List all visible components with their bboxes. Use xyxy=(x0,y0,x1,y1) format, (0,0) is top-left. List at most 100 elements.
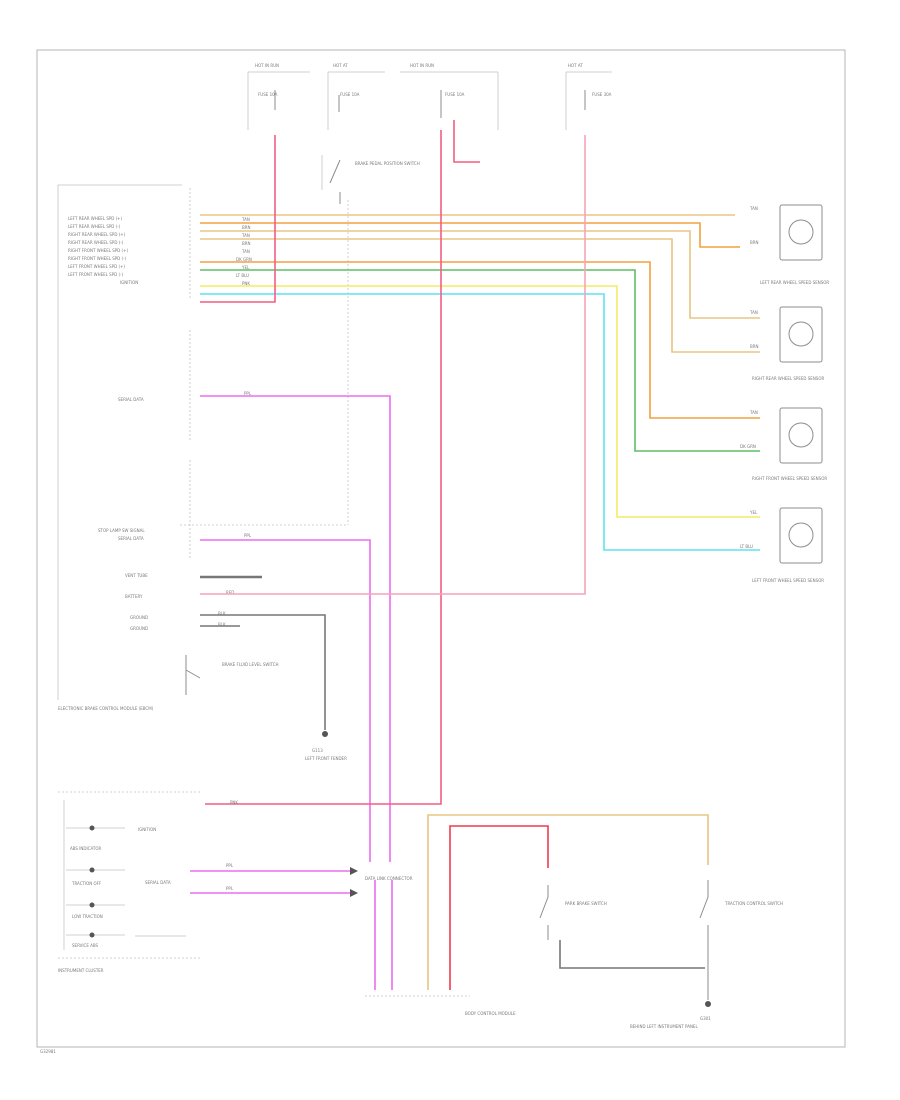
dlc-label: DATA LINK CONNECTOR xyxy=(365,876,413,881)
cluster-item-traction-off: TRACTION OFF xyxy=(71,881,102,886)
wire-lf-yel xyxy=(200,285,760,518)
trac-switch-label: TRACTION CONTROL SWITCH xyxy=(724,901,783,906)
ground-label-2: GROUND xyxy=(130,626,148,631)
stop-lamp-label: STOP LAMP SW SIGNAL xyxy=(98,528,145,533)
sensor-right-front: TAN DK GRN RIGHT FRONT WHEEL SPEED SENSO… xyxy=(740,407,827,481)
sensor-lf-name: LEFT FRONT WHEEL SPEED SENSOR xyxy=(752,578,824,583)
wire-code-red: RED xyxy=(226,590,234,595)
wire-bottom-red xyxy=(449,825,549,990)
ground-g301-caption: BEHIND LEFT INSTRUMENT PANEL xyxy=(630,1024,698,1029)
sensor-rr-name: RIGHT REAR WHEEL SPEED SENSOR xyxy=(752,376,824,381)
pin-label-5: RIGHT FRONT WHEEL SPD (+) xyxy=(68,248,128,253)
fuse-block-4: HOT AT FUSE 30A xyxy=(565,63,612,130)
ground-label-1: GROUND xyxy=(130,615,148,620)
sensor-left-rear: TAN BRN LEFT REAR WHEEL SPEED SENSOR xyxy=(749,204,829,285)
cluster-wire-ppl1: PPL xyxy=(226,863,234,868)
fuse-block-4-title: HOT AT xyxy=(568,63,583,68)
sensor-right-rear: TAN BRN RIGHT REAR WHEEL SPEED SENSOR xyxy=(749,306,824,381)
park-brake-label: PARK BRAKE SWITCH xyxy=(565,901,607,906)
cluster-item-low-traction: LOW TRACTION xyxy=(72,914,103,919)
wire-code-4: BRN xyxy=(242,241,251,246)
data-link-connector: DATA LINK CONNECTOR xyxy=(365,876,413,881)
sensor-left-front: YEL LT BLU LEFT FRONT WHEEL SPEED SENSOR xyxy=(740,507,824,583)
fuse-block-1-title: HOT IN RUN xyxy=(255,63,279,68)
wire-pink-branch xyxy=(453,120,480,163)
wire-code-2: BRN xyxy=(242,225,251,230)
footer-id: G32981 xyxy=(40,1049,56,1054)
wire-serial-3 xyxy=(374,880,393,990)
sensor-rf-wire2: DK GRN xyxy=(740,444,756,449)
cluster-wire-pnk: PNK xyxy=(230,800,238,805)
fluid-switch-label: BRAKE FLUID LEVEL SWITCH xyxy=(222,662,279,667)
wire-code-3: TAN xyxy=(241,233,250,238)
fuse-block-1: HOT IN RUN FUSE 10A xyxy=(247,63,310,130)
sensor-rf-wire1: TAN xyxy=(749,410,758,415)
cluster-title: INSTRUMENT CLUSTER xyxy=(58,968,104,973)
wire-ignition-pink xyxy=(200,135,276,303)
fuse-block-3-fuse: FUSE 10A xyxy=(445,92,465,97)
pin-label-7: LEFT FRONT WHEEL SPD (+) xyxy=(68,264,125,269)
sensor-lr-wire2: BRN xyxy=(750,240,759,245)
wire-serial-2 xyxy=(200,539,371,862)
wire-code-8: LT BLU xyxy=(236,273,249,278)
sensor-lf-wire2: LT BLU xyxy=(740,544,753,549)
wire-code-7: YEL xyxy=(241,265,250,270)
ebcm-pin-labels: LEFT REAR WHEEL SPD (+) LEFT REAR WHEEL … xyxy=(68,216,252,631)
pin-label-4: RIGHT REAR WHEEL SPD (-) xyxy=(68,240,124,245)
park-brake-switch: PARK BRAKE SWITCH xyxy=(539,885,607,940)
sensor-rr-wire2: BRN xyxy=(750,344,759,349)
fuse-block-3: HOT IN RUN FUSE 10A xyxy=(400,63,499,130)
wire-rr-tan xyxy=(200,230,760,319)
pin-label-2: LEFT REAR WHEEL SPD (-) xyxy=(68,224,121,229)
instrument-cluster: IGNITION ABS INDICATOR TRACTION OFF LOW … xyxy=(58,791,238,973)
sensor-lr-wire1: TAN xyxy=(749,206,758,211)
wire-rf-dkgrn xyxy=(200,269,760,452)
fuse-block-2: HOT AT FUSE 10A xyxy=(327,63,385,130)
fuse-block-3-title: HOT IN RUN xyxy=(410,63,434,68)
serial-data-label-2: SERIAL DATA xyxy=(118,536,144,541)
wire-code-9: PNK xyxy=(242,281,250,286)
body-control-module: BODY CONTROL MODULE xyxy=(365,995,516,1016)
fuse-block-2-fuse: FUSE 10A xyxy=(340,92,360,97)
wire-rf-tan xyxy=(200,261,760,419)
sensor-rr-wire1: TAN xyxy=(749,310,758,315)
brake-fluid-level-switch: BRAKE FLUID LEVEL SWITCH xyxy=(185,655,279,695)
pin-label-9: IGNITION xyxy=(120,280,138,285)
pin-label-3: RIGHT REAR WHEEL SPD (+) xyxy=(68,232,126,237)
wire-code-1: TAN xyxy=(241,217,250,222)
wire-code-ppl-1: PPL xyxy=(244,391,252,396)
arrow-2 xyxy=(350,889,358,897)
cluster-item-abs: ABS INDICATOR xyxy=(70,846,101,851)
pin-label-1: LEFT REAR WHEEL SPD (+) xyxy=(68,216,123,221)
cluster-item-ignition: IGNITION xyxy=(138,827,156,832)
wire-fuse3-pink xyxy=(205,130,442,805)
ground-symbol-g301 xyxy=(705,1001,711,1007)
wire-battery xyxy=(200,135,586,595)
serial-data-label: SERIAL DATA xyxy=(118,397,144,402)
cluster-wire-ppl2: PPL xyxy=(226,886,234,891)
wire-bottom-gray xyxy=(559,940,705,969)
vent-label: VENT TUBE xyxy=(125,573,148,578)
traction-control-switch: TRACTION CONTROL SWITCH xyxy=(699,880,783,1000)
wire-code-blk-1: BLK xyxy=(218,611,226,616)
bcm-label: BODY CONTROL MODULE xyxy=(465,1011,516,1016)
wire-lr-brn xyxy=(200,222,740,248)
fuse-block-2-title: HOT AT xyxy=(333,63,348,68)
fuse-block-4-fuse: FUSE 30A xyxy=(592,92,612,97)
wire-bottom-tan xyxy=(427,814,709,990)
ground-g113-label: G113 xyxy=(312,748,323,753)
cluster-serial-label: SERIAL DATA xyxy=(145,880,171,885)
battery-label: BATTERY xyxy=(125,594,143,599)
wire-rr-brn xyxy=(200,238,760,353)
wire-ground-blk xyxy=(200,614,326,730)
brake-switch-label: BRAKE PEDAL POSITION SWITCH xyxy=(355,161,420,166)
fuse-block-1-fuse: FUSE 10A xyxy=(258,92,278,97)
wire-code-ppl-2: PPL xyxy=(244,533,252,538)
wire-serial-1 xyxy=(200,395,391,862)
arrow-1 xyxy=(350,867,358,875)
pin-label-6: RIGHT FRONT WHEEL SPD (-) xyxy=(68,256,127,261)
cluster-item-service-abs: SERVICE ABS xyxy=(72,943,99,948)
wire-code-5: TAN xyxy=(241,249,250,254)
ground-g113-caption: LEFT FRONT FENDER xyxy=(305,756,347,761)
wire-code-blk-2: BLK xyxy=(218,622,226,627)
